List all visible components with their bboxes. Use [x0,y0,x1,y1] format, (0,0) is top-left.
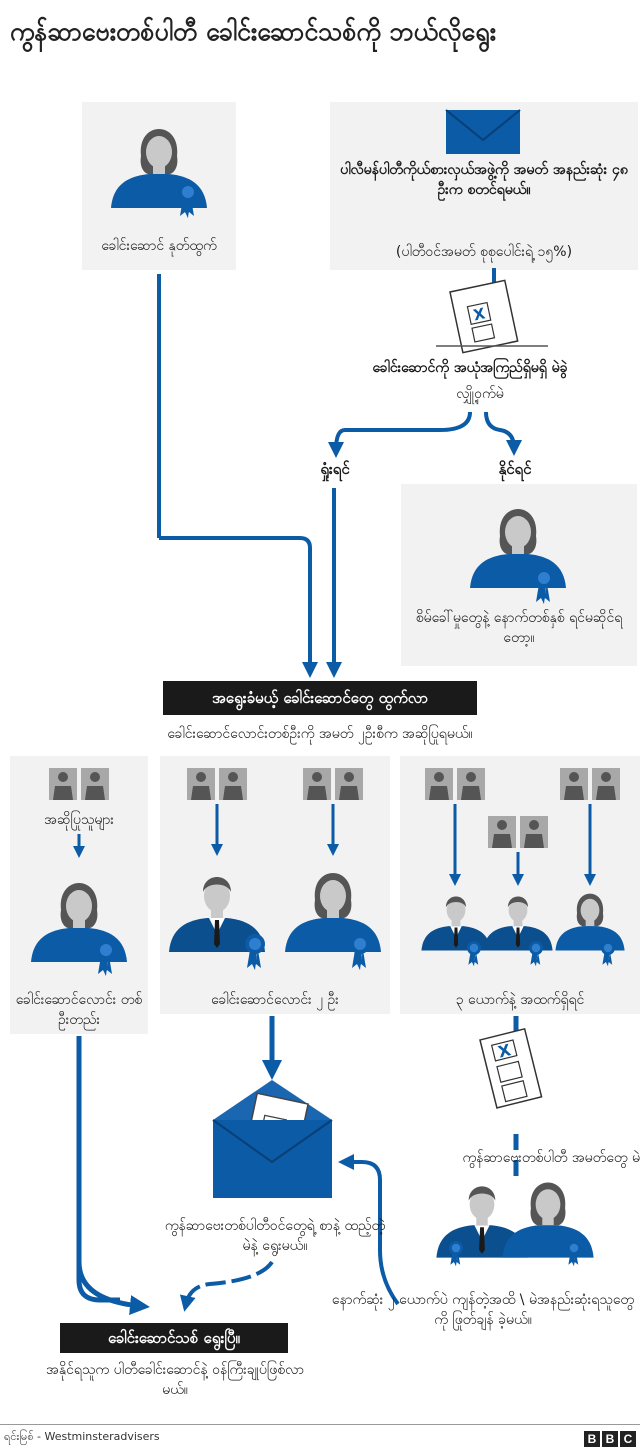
new-leader-result-label: အနိုင်ရသူက ပါတီခေါင်းဆောင်နဲ့ ဝန်ကြီးချု… [46,1362,304,1398]
mps-petition-note: (ပါတီဝင်အမတ် စုစုပေါင်းရဲ့ ၁၅%) [395,244,573,260]
new-leader-banner: ခေါင်းဆောင်သစ် ရွေးပြီ။ [60,1323,288,1353]
secret-ballot-label: လျှို့ဝှက်မဲ [456,386,504,402]
svg-text:X: X [472,304,487,324]
postal-vote-envelope-icon: X [212,1080,333,1198]
page-title: ကွန်ဆာဗေးတစ်ပါတီ ခေါင်းဆောင်သစ်ကို ဘယ်လိ… [10,17,497,46]
ballot-icon: X [449,279,519,354]
win-result-label: စိမ်ခေါ်မှုတွေနဲ့ နောက်တစ်နှစ် ရင်မဆိုင်… [415,610,623,646]
source-label: ရင်းမြစ် - Westminsteradvisers [4,1430,160,1443]
candidates-rule-label: ခေါင်းဆောင်လောင်းတစ်ဦးကို အမတ် ၂ဦးစီက အဆ… [167,726,473,742]
members-vote-label: ကွန်ဆာဗေးတစ်ပါတီဝင်တွေရဲ့ စာနဲ့ ထည့်တဲ့ … [164,1218,386,1254]
candidates-banner: အရွေးခံမယ့် ခေါင်းဆောင်တွေ ထွက်လာ [163,681,477,715]
three-plus-label: ၃ ယောက်နဲ့ အထက်ရှိရင် [455,992,585,1008]
leader-resigns-label: ခေါင်းဆောင် နုတ်ထွက် [101,238,217,254]
confidence-vote-label: ခေါင်းဆောင်ကို အယုံအကြည်ရှိမရှိ မဲခွဲ [372,360,568,376]
one-candidate-label: ခေါင်းဆောင်လောင်း တစ်ဦးတည်း [15,992,143,1028]
mp-ballots-label: ကွန်ဆာဗေးတစ်ပါတီ အမတ်တွေ မဲ [462,1150,640,1166]
footer-divider [0,1424,640,1425]
final-two-label: နောက်ဆုံး ၂ ယောက်ပဲ ကျန်တဲ့အထိ \ မဲအနည်း… [331,1292,635,1328]
envelope-icon [445,109,521,154]
if-win-label: နိုင်ရင် [498,460,532,478]
if-lose-label: ရှုံးရင် [320,460,350,478]
two-candidates-label: ခေါင်းဆောင်လောင်း ၂ ဦး [211,992,339,1008]
mp-ballot-icon [479,1028,543,1109]
mps-petition-label: ပါလီမန်ပါတီကိုယ်စားလှယ်အဖွဲ့ကို အမတ် အနည… [340,162,628,198]
proposers-label: အဆိုပြုသူများ [44,812,114,828]
